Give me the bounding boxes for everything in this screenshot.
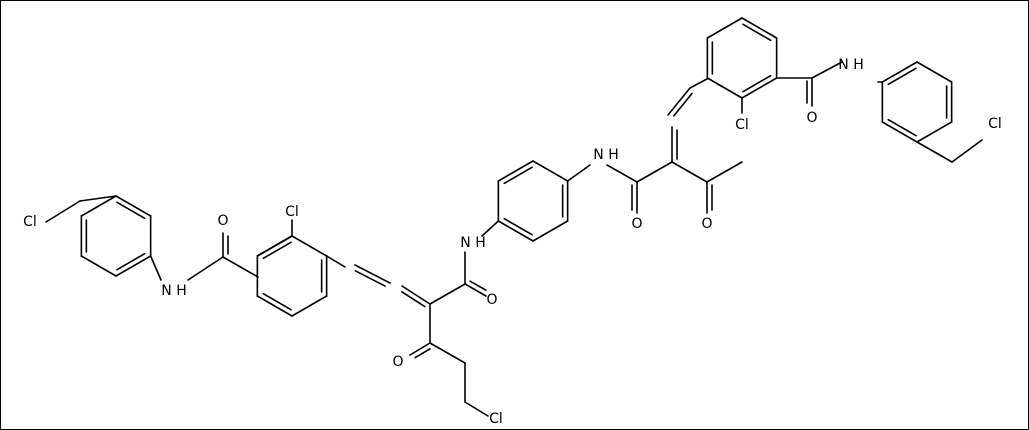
left-chloro-ring-bond — [291, 235, 328, 257]
left-ketone-co-inner — [414, 348, 431, 359]
right-acetyl-ch3 — [706, 161, 743, 183]
atom-label-o-right-ketone: O — [701, 216, 712, 232]
central-left-nh — [481, 220, 500, 237]
right-azo-ring — [689, 78, 708, 89]
right-chloro-ring-aromatic — [742, 23, 772, 42]
left-azo-nn-inner — [354, 270, 386, 287]
left-ring-azo — [325, 255, 346, 268]
atom-label-nh-center-left: N H — [460, 235, 485, 251]
left-chloro-ring-aromatic — [262, 241, 292, 260]
atom-label-cl-chloroethyl: Cl — [489, 411, 503, 427]
atom-label-cl-left-ring: Cl — [285, 204, 299, 220]
left-chloro-ring-bond — [291, 295, 328, 317]
atom-label-cl-right-ring: Cl — [735, 117, 749, 133]
left-c-amide — [429, 283, 466, 305]
left-aryl-nh — [149, 255, 162, 281]
central-ring-aromatic — [503, 217, 533, 236]
left-chloro-ring-aromatic — [262, 292, 292, 311]
right-aryl-ring-bond — [881, 121, 918, 143]
right-chloro-ring-bond — [706, 17, 743, 39]
left-aryl-ring-bond — [115, 255, 152, 277]
atom-label-o-left-ketone: O — [392, 354, 403, 370]
left-aryl-ring-bond — [80, 255, 117, 277]
left-ch2-cl — [45, 200, 81, 223]
left-aryl-ring-bond — [115, 195, 152, 217]
atom-label-o-left-amide: O — [217, 213, 228, 229]
atom-label-o-right-amide: O — [806, 110, 817, 126]
left-aryl-ring-aromatic — [116, 252, 146, 271]
right-aryl-ring-aromatic — [887, 67, 917, 86]
right-azo-nn — [667, 87, 691, 116]
central-ring-bond — [497, 220, 534, 242]
atom-label-nh-center-right: N H — [593, 147, 618, 163]
central-ring-bond — [532, 220, 569, 242]
left-amide-c-ring — [222, 256, 259, 278]
left-azo-nc-inner — [401, 291, 426, 308]
right-c-c — [636, 161, 673, 183]
left-azo-nc — [401, 285, 431, 305]
right-chloro-ring-aromatic — [742, 74, 772, 93]
atom-label-cl-right-chloromethyl: Cl — [988, 116, 1002, 132]
right-chloro-ring-bond — [741, 17, 778, 39]
right-chloro-ring-bond — [741, 77, 778, 99]
atom-label-nh-right-amide: N H — [838, 57, 863, 73]
atom-label-o-center-left-amide: O — [486, 292, 497, 308]
right-aryl-ring-bond — [916, 121, 953, 143]
central-ring-bond — [532, 160, 569, 182]
atom-label-cl-left-chloromethyl: Cl — [23, 214, 37, 230]
right-aryl-ring-aromatic — [887, 118, 917, 137]
noop2 — [256, 235, 293, 257]
bond-layer — [45, 17, 983, 417]
right-amide-n-c — [606, 164, 638, 183]
right-chloro-ring-bond — [706, 77, 743, 99]
right-azo-nn-inner — [672, 92, 693, 117]
right-ch2 — [916, 141, 953, 163]
left-chloro-ring-bond — [256, 295, 293, 317]
left-aryl-ring-aromatic — [116, 201, 146, 220]
right-ch2-cl — [951, 139, 983, 163]
right-aryl-ring-bond — [916, 61, 953, 83]
atom-label-nh-left-amide: N H — [161, 283, 186, 299]
right-aryl-ring-bond — [881, 61, 918, 83]
left-aryl-ring-bond — [80, 195, 117, 217]
atom-label-o-center-right-amide: O — [631, 216, 642, 232]
left-ch2 — [79, 195, 117, 202]
left-ketone-ch2 — [429, 342, 466, 364]
central-ring-bond — [497, 160, 534, 182]
central-ring-aromatic — [503, 166, 533, 185]
left-amide2-co-inner — [469, 280, 487, 291]
left-ketone-co — [409, 342, 431, 356]
left-amide2-co — [464, 283, 487, 297]
left-amide-n-c — [187, 256, 224, 281]
left-azo-nn — [354, 264, 391, 284]
right-amide2-n — [811, 61, 843, 79]
right-c-acetyl — [671, 161, 708, 183]
central-right-nh — [566, 164, 591, 182]
left-ch2-cl — [464, 401, 489, 417]
